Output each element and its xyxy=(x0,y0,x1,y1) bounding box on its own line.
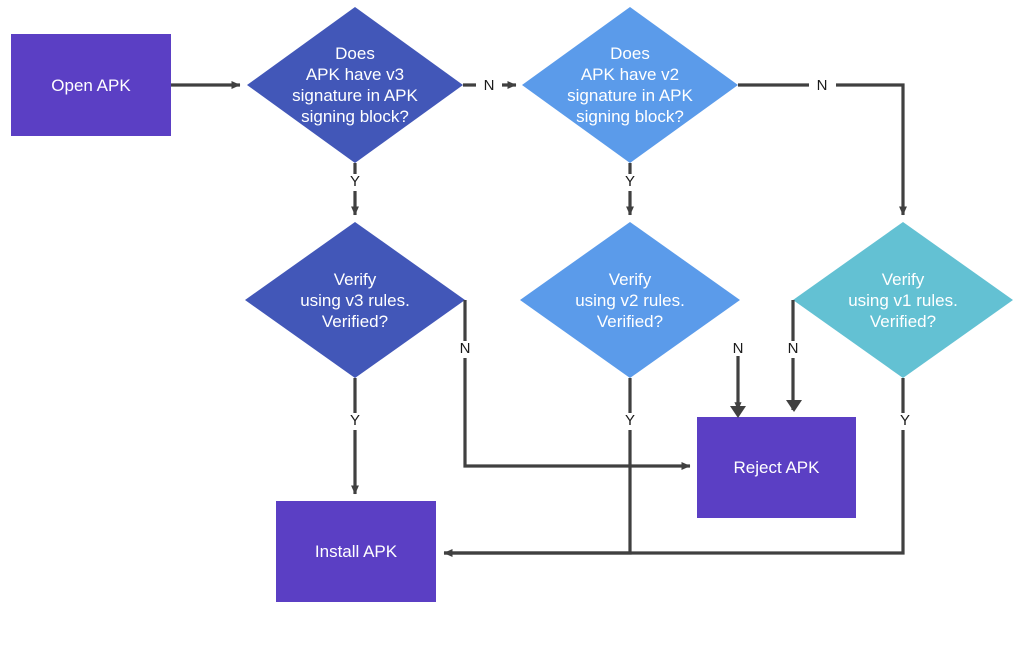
node-verify-v3-rules[interactable] xyxy=(245,222,465,378)
edge-verify-v3-no-to-reject-apk xyxy=(463,300,690,466)
reject-arrowheads xyxy=(730,400,802,418)
node-has-v3-signature[interactable] xyxy=(247,7,463,163)
node-verify-v1-rules[interactable] xyxy=(793,222,1013,378)
node-verify-v2-rules[interactable] xyxy=(520,222,740,378)
edge-has-v2-no-to-verify-v1 xyxy=(738,83,903,215)
edge-verify-v1-yes-to-install-apk xyxy=(444,378,905,555)
node-install-apk[interactable] xyxy=(276,501,436,602)
node-has-v2-signature[interactable] xyxy=(522,7,738,163)
node-open-apk[interactable] xyxy=(11,34,171,136)
node-reject-apk[interactable] xyxy=(697,417,856,518)
